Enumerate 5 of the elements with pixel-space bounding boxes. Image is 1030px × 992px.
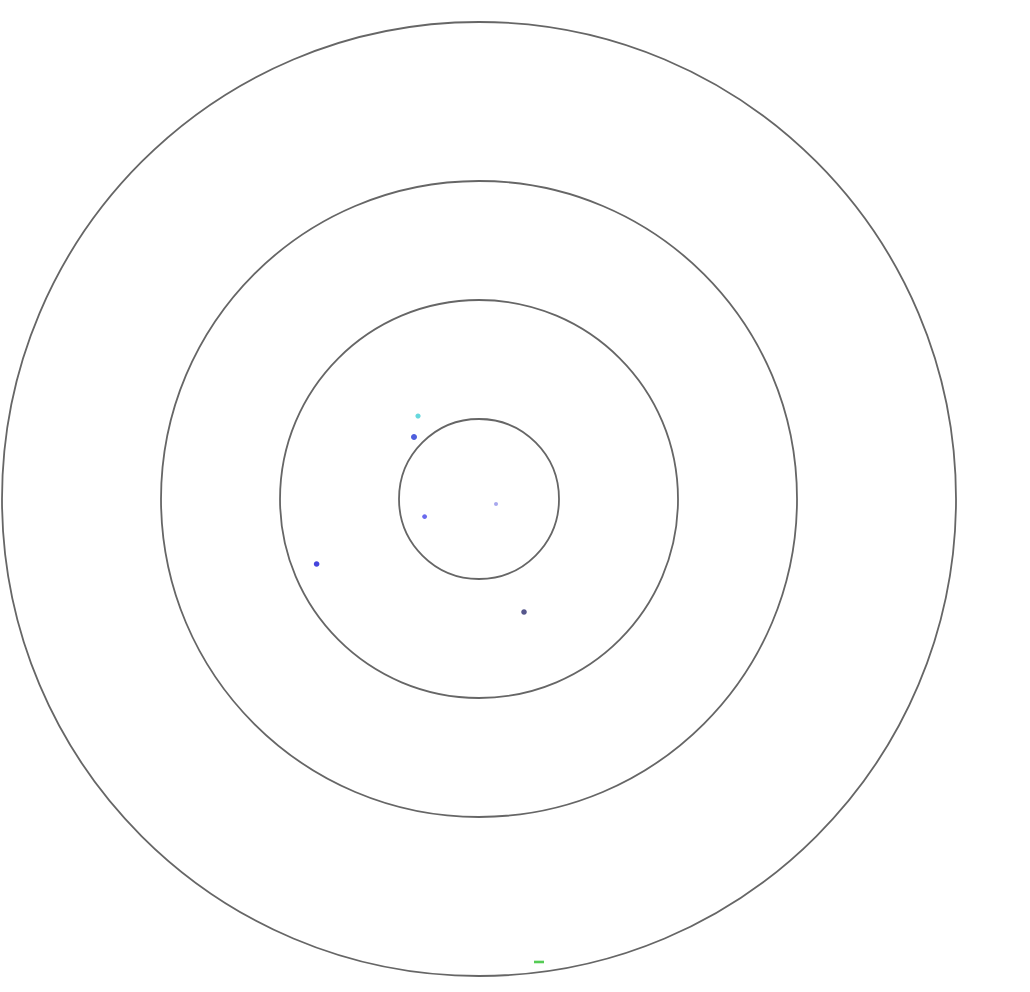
ring [398, 418, 560, 580]
ring [1, 21, 957, 977]
dash-mark [534, 960, 544, 964]
ring [160, 180, 798, 818]
ring [279, 299, 679, 699]
